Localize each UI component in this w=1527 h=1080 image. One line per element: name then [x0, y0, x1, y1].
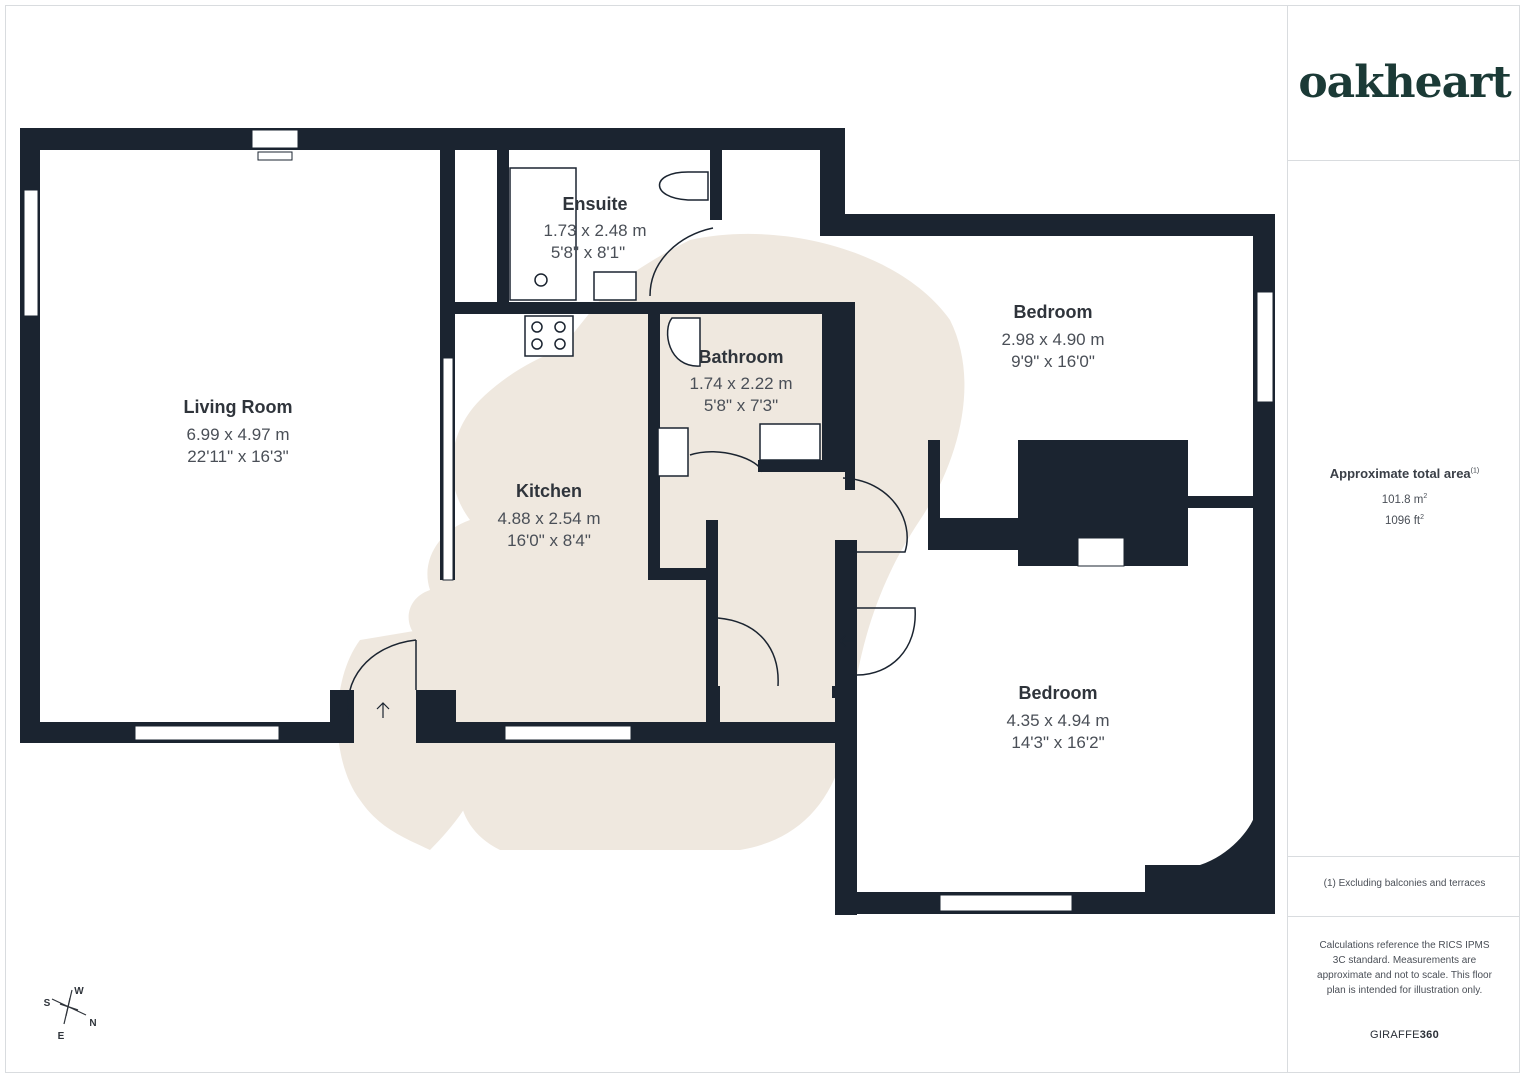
room-metric: 1.73 x 2.48 m [543, 221, 646, 240]
room-metric: 4.35 x 4.94 m [1006, 711, 1109, 730]
compass-icon: W S E N [44, 986, 97, 1042]
bath-unit [657, 427, 689, 477]
bath-toilet [666, 317, 701, 367]
room-name: Bedroom [1013, 302, 1092, 322]
room-imperial: 9'9" x 16'0" [1011, 352, 1095, 371]
room-ensuite: Ensuite 1.73 x 2.48 m 5'8" x 8'1" [543, 194, 646, 262]
brand-a: GIRAFFE [1369, 1029, 1420, 1041]
entrance-arrows [376, 634, 855, 718]
room-imperial: 14'3" x 16'2" [1011, 733, 1104, 752]
area-title-text: Approximate total area [1329, 466, 1471, 481]
brand-logo: oakheart [1298, 57, 1511, 108]
fixtures [509, 167, 821, 477]
info-sidebar: oakheart Approximate total area(1) 101.8… [1287, 5, 1520, 1073]
area-title: Approximate total area(1) [1288, 466, 1521, 481]
area-ft2-value: 1096 ft [1384, 514, 1421, 527]
compass-w: W [74, 986, 84, 997]
room-bedroom-1: Bedroom 2.98 x 4.90 m 9'9" x 16'0" [1001, 302, 1104, 371]
toilet [658, 171, 709, 201]
door-swings [347, 227, 916, 721]
divider [1288, 856, 1520, 857]
room-metric: 2.98 x 4.90 m [1001, 330, 1104, 349]
compass-s: S [44, 998, 51, 1009]
room-metric: 6.99 x 4.97 m [186, 425, 289, 444]
area-m2-value: 101.8 m [1381, 493, 1424, 506]
room-kitchen: Kitchen 4.88 x 2.54 m 16'0" x 8'4" [497, 481, 600, 550]
area-ft2: 1096 ft2 [1288, 514, 1521, 527]
room-name: Living Room [184, 397, 293, 417]
bath-basin [759, 423, 821, 461]
sup-2: 2 [1423, 493, 1428, 500]
compass-n: N [89, 1018, 96, 1029]
fireplace [257, 151, 293, 161]
sup-2: 2 [1420, 514, 1425, 521]
page-frame [5, 5, 1520, 1073]
compass-e: E [58, 1031, 65, 1042]
area-note-mark: (1) [1470, 467, 1480, 475]
divider [1288, 916, 1520, 917]
giraffe360-brand: GIRAFFE360 [1288, 1029, 1521, 1041]
divider [1288, 160, 1520, 161]
drain-icon [534, 273, 548, 287]
room-name: Kitchen [516, 481, 582, 501]
room-name: Bedroom [1018, 683, 1097, 703]
room-imperial: 5'8" x 7'3" [704, 396, 778, 415]
room-living: Living Room 6.99 x 4.97 m 22'11" x 16'3" [184, 397, 293, 466]
calculation-note: Calculations reference the RICS IPMS 3C … [1317, 940, 1492, 996]
room-imperial: 22'11" x 16'3" [187, 447, 288, 466]
room-name: Ensuite [562, 194, 627, 214]
footnote: (1) Excluding balconies and terraces [1323, 878, 1486, 889]
hob [524, 315, 574, 357]
room-bathroom: Bathroom 1.74 x 2.22 m 5'8" x 7'3" [689, 347, 792, 415]
room-imperial: 5'8" x 8'1" [551, 243, 625, 262]
floor-plan: Living Room 6.99 x 4.97 m 22'11" x 16'3"… [20, 128, 1275, 1042]
room-bedroom-2: Bedroom 4.35 x 4.94 m 14'3" x 16'2" [1006, 683, 1109, 752]
windows [23, 129, 1274, 912]
area-m2: 101.8 m2 [1288, 493, 1521, 506]
brand-b: 360 [1419, 1029, 1440, 1041]
room-metric: 4.88 x 2.54 m [497, 509, 600, 528]
room-imperial: 16'0" x 8'4" [507, 531, 591, 550]
basin [593, 271, 637, 301]
room-metric: 1.74 x 2.22 m [689, 374, 792, 393]
room-name: Bathroom [699, 347, 784, 367]
